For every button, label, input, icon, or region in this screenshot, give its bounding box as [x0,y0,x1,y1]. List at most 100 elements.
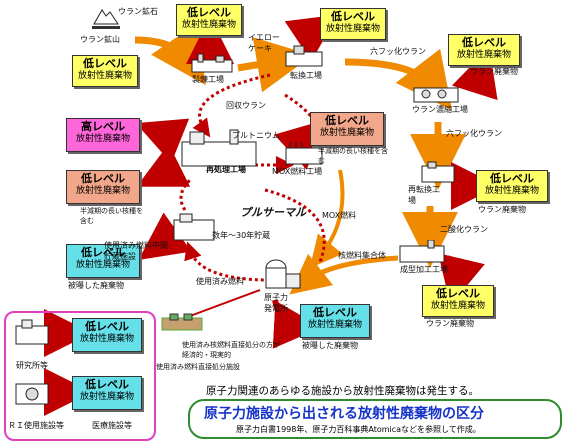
assembly-label: 核燃料集合体 [338,251,386,260]
level-label: 低レベル [331,10,375,23]
reprocessing-label: 再処理工場 [206,165,246,174]
ore-label: ウラン鉱石 [118,7,158,16]
mine-icon [92,6,120,29]
caption: 原子力関連のあらゆる施設から放射性廃棄物は発生する。 [206,385,479,397]
plutonium-label: プルトニウム [232,131,280,140]
arrow-plant-waste [272,299,322,349]
conversion-label: 転換工場 [290,71,322,80]
arrow-conversion-to-enrichment [344,48,453,111]
waste-label: 放射性廃棄物 [75,133,130,144]
arrow-conversion-waste [284,14,338,62]
level-label: 低レベル [81,246,125,259]
fabrication-icon [398,239,446,268]
arrow-fabrication-waste [438,253,485,306]
refinery-icon [190,52,234,78]
other-facilities-frame [4,311,156,441]
waste-box-refinery: 低レベル 放射性廃棄物 [176,4,242,36]
conversion-icon [284,44,324,72]
uranium-waste-note-1: ウラン廃棄物 [470,67,518,76]
waste-box-high-level: 高レベル 放射性廃棄物 [66,118,140,152]
waste-label: 放射性廃棄物 [484,185,539,196]
level-label: 低レベル [81,172,125,185]
arrow-reprocessing-low [136,143,191,187]
source-note: 原子力白書1998年、原子力百科事典Atomicaなどを参照して作成。 [236,425,481,434]
diagram-title: 原子力施設から出される放射性廃棄物の区分 [204,406,484,422]
mox-plant-icon [284,142,324,170]
level-label: 高レベル [81,120,125,133]
yellowcake-label: イエローケーキ [248,33,280,53]
direct-disposal-note: 使用済み核燃料直接処分の方が経済的・現実的 [182,341,280,359]
waste-label: 放射性廃棄物 [456,49,511,60]
waste-box-interim: 低レベル 放射性廃棄物 [66,244,140,278]
waste-label: 放射性廃棄物 [319,127,374,138]
level-label: 低レベル [83,57,127,70]
contaminated-note-1: 被曝した廃棄物 [68,281,124,290]
research-icon [14,318,50,350]
arrow-refinery-to-conversion [237,37,313,93]
disposal-icon [160,312,204,336]
waste-box-mox: 低レベル 放射性廃棄物 [310,112,384,146]
waste-label: 放射性廃棄物 [75,259,130,270]
title-frame [188,399,562,439]
recovered-uranium-label: 回収ウラン [226,101,266,110]
uranium-waste-note-2: ウラン廃棄物 [478,205,526,214]
mox-plant-label: MOX燃料工場 [272,167,323,176]
level-label: 低レベル [313,306,357,319]
arrow-reprocessing-high [135,118,190,164]
waste-label: 放射性廃棄物 [75,185,130,196]
waste-box-reconversion: 低レベル 放射性廃棄物 [476,170,548,202]
uranium-waste-note-3: ウラン廃棄物 [426,319,474,328]
enrichment-label: ウラン濃縮工場 [412,105,468,114]
waste-label: 放射性廃棄物 [430,300,485,311]
level-label: 低レベル [436,287,480,300]
level-label: 低レベル [325,114,369,127]
uo2-label: 二酸化ウラン [440,225,488,234]
cycle-dotted-arc [192,73,271,138]
contaminated-note-2: 被曝した廃棄物 [302,341,358,350]
waste-label: 放射性廃棄物 [325,23,380,34]
long-half-life-note-2: 半減期の長い核種を含む [318,147,388,165]
interim-label: 使用済み燃料中間貯蔵施設 [104,241,168,261]
arrow-interim-waste [138,212,192,260]
fabrication-label: 成型加工工場 [400,265,448,274]
waste-box-ri: 低レベル 放射性廃棄物 [72,376,142,410]
level-label: 低レベル [462,36,506,49]
waste-label: 放射性廃棄物 [79,391,134,402]
ri-facility-icon [14,378,50,410]
waste-box-fabrication: 低レベル 放射性廃棄物 [422,285,494,317]
level-label: 低レベル [85,378,129,391]
reconversion-label: 再転換工場 [408,185,440,205]
enrichment-icon [412,82,460,108]
spent-fuel-label: 使用済み燃料 [196,277,244,286]
waste-box-reprocessing: 低レベル 放射性廃棄物 [66,170,140,204]
mine-label: ウラン鉱山 [80,35,120,44]
plant-label: 原子力発電所 [264,293,288,313]
arrow-mox-to-plant [309,169,345,269]
level-label: 低レベル [490,172,534,185]
waste-label: 放射性廃棄物 [77,70,132,81]
interim-storage-icon [172,212,216,246]
waste-label: 放射性廃棄物 [79,333,134,344]
arrow-fabrication-to-plant [289,253,399,295]
research-label: 研究所等 [16,361,48,370]
ri-label: ＲＩ使用施設等 [8,421,64,430]
pluthermal-label: プルサーマル [240,206,306,219]
waste-label: 放射性廃棄物 [181,19,236,30]
arrow-enrichment-waste [451,47,498,101]
waste-box-conversion: 低レベル 放射性廃棄物 [320,8,386,40]
level-label: 低レベル [187,6,231,19]
uf6-label-2: 六フッ化ウラン [446,129,502,138]
arrow-mine-to-refinery [134,23,206,86]
reprocessing-icon [180,128,258,172]
reconversion-icon [420,160,456,188]
mox-fuel-label: MOX燃料 [322,211,357,220]
refinery-label: 製錬工場 [192,75,224,84]
long-half-life-note-1: 半減期の長い核種を含む [80,207,143,225]
waste-box-enrichment: 低レベル 放射性廃棄物 [448,34,520,66]
waste-label: 放射性廃棄物 [307,319,362,330]
waste-box-plant: 低レベル 放射性廃棄物 [300,304,370,338]
waste-box-mine: 低レベル 放射性廃棄物 [72,55,138,87]
uf6-label-1: 六フッ化ウラン [370,47,426,56]
